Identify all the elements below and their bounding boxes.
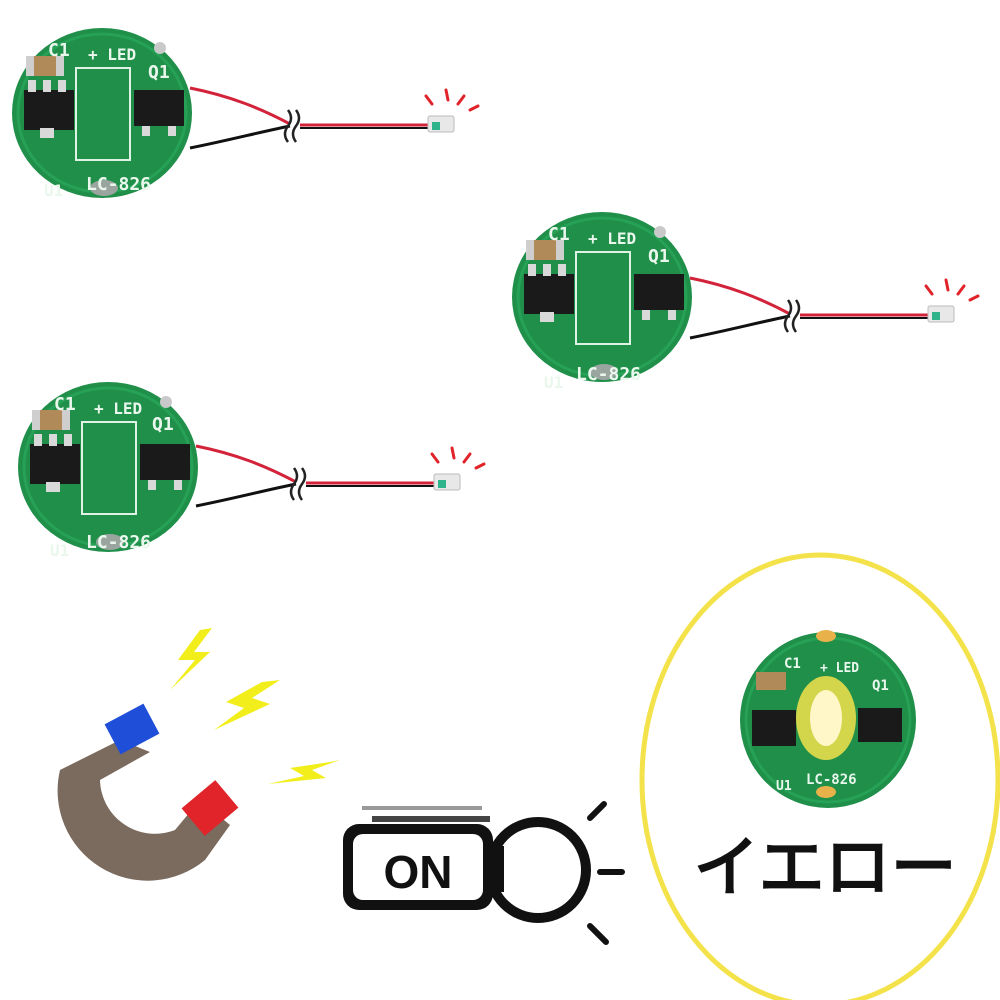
- svg-text:U1: U1: [50, 541, 69, 560]
- pcb-board-3: [16, 380, 486, 554]
- svg-text:+ LED: + LED: [588, 229, 636, 248]
- svg-text:C1: C1: [784, 656, 801, 672]
- pcb-board-glowing: [740, 630, 916, 808]
- svg-text:U1: U1: [544, 373, 563, 392]
- silk-led: + LED: [88, 45, 136, 64]
- svg-text:LC-826: LC-826: [806, 772, 857, 788]
- svg-text:+ LED: + LED: [94, 399, 142, 418]
- silk-c1: C1: [48, 40, 70, 61]
- pcb-board-2: [510, 210, 980, 384]
- pcb-silkscreen-2: C1 + LED Q1 U1 LC-826: [544, 224, 670, 392]
- svg-text:+ LED: + LED: [820, 661, 859, 676]
- highlight-ellipse: [639, 552, 1000, 1000]
- silk-q1: Q1: [148, 62, 170, 83]
- svg-text:Q1: Q1: [648, 246, 670, 267]
- magnet-icon: [57, 703, 239, 881]
- color-label: イエロー: [693, 829, 956, 906]
- svg-text:U1: U1: [776, 779, 792, 794]
- silk-model: LC-826: [86, 174, 151, 195]
- switch-icon: [343, 801, 625, 945]
- svg-text:C1: C1: [54, 394, 76, 415]
- switch-on-label: ON: [384, 846, 453, 898]
- pcb-silkscreen-1: C1 + LED Q1 U1 LC-826: [44, 40, 170, 200]
- svg-text:Q1: Q1: [872, 678, 889, 694]
- pcb-board-1: [10, 26, 480, 200]
- pcb-silkscreen-3: C1 + LED Q1 U1 LC-826: [50, 394, 174, 560]
- lightning-icon: [170, 628, 340, 784]
- svg-text:C1: C1: [548, 224, 570, 245]
- svg-text:Q1: Q1: [152, 414, 174, 435]
- silk-u1: U1: [44, 181, 63, 200]
- svg-text:LC-826: LC-826: [576, 364, 641, 385]
- pcb-silkscreen-glowing: C1 + LED Q1 U1 LC-826: [776, 656, 889, 794]
- svg-text:LC-826: LC-826: [86, 532, 151, 553]
